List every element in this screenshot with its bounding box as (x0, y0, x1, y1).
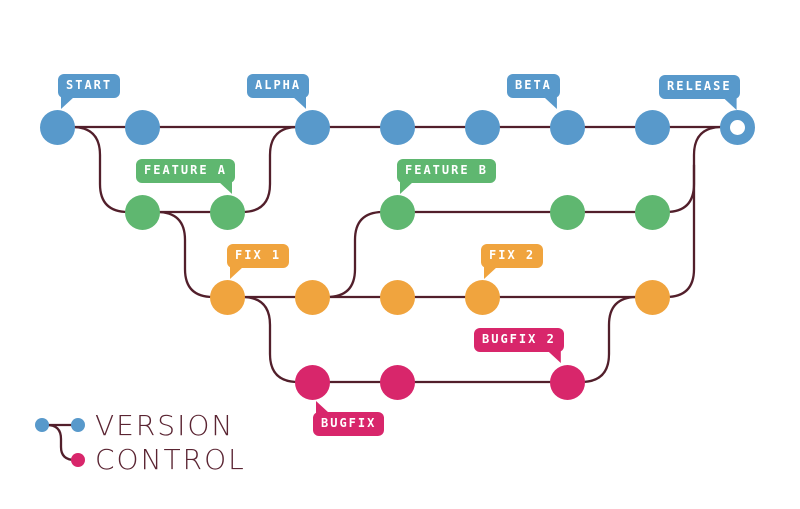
commit-alpha (294, 109, 330, 145)
commit-main-5 (464, 109, 500, 145)
merge-bugfix-to-fix (565, 295, 654, 384)
logo-dot-blue-1 (35, 418, 49, 432)
commit-bugfix-1 (294, 364, 330, 400)
commit-start (39, 109, 75, 145)
logo-wordmark-line2: CONTROL (95, 443, 246, 476)
branch-label-bugfix: BUGFIX (313, 401, 385, 436)
logo-branch-line (45, 423, 77, 462)
commit-main-7 (634, 109, 670, 145)
commit-fix-5 (634, 279, 670, 315)
logo-dot-blue-2 (71, 418, 85, 432)
commit-feature-b-3 (634, 194, 670, 230)
commit-main-2 (124, 109, 160, 145)
commit-feature-a-1 (124, 194, 160, 230)
branch-label-fix-2: FIX 2 (481, 244, 544, 279)
branch-label-release: RELEASE (659, 75, 740, 110)
branch-out-bugfix (225, 295, 314, 384)
merge-fix-to-release (650, 125, 739, 299)
logo-wordmark-line1: VERSION (95, 409, 235, 442)
commit-main-4 (379, 109, 415, 145)
branch-label-beta: BETA (507, 74, 560, 109)
branch-label-start: START (58, 74, 121, 109)
branch-out-feature-b (310, 210, 399, 299)
commit-release (719, 109, 755, 145)
branch-label-bugfix-2: BUGFIX 2 (474, 328, 564, 363)
commit-bugfix-2 (379, 364, 415, 400)
commit-beta (549, 109, 585, 145)
branch-out-feature-a (55, 125, 144, 214)
commit-fix-4 (464, 279, 500, 315)
commit-feature-b-1 (379, 194, 415, 230)
commit-feature-b-2 (549, 194, 585, 230)
commit-feature-a-2 (209, 194, 245, 230)
branch-label-feature-b: FEATURE B (397, 159, 497, 194)
branch-out-fix (140, 210, 229, 299)
logo-dot-pink (71, 453, 85, 467)
branch-label-fix-1: FIX 1 (227, 244, 290, 279)
commit-bugfix-3 (549, 364, 585, 400)
commit-fix-2 (294, 279, 330, 315)
branch-label-feature-a: FEATURE A (136, 159, 236, 194)
commit-fix-3 (379, 279, 415, 315)
merge-feature-a-to-alpha (225, 125, 314, 214)
commit-fix-1 (209, 279, 245, 315)
branch-label-alpha: ALPHA (247, 74, 310, 109)
